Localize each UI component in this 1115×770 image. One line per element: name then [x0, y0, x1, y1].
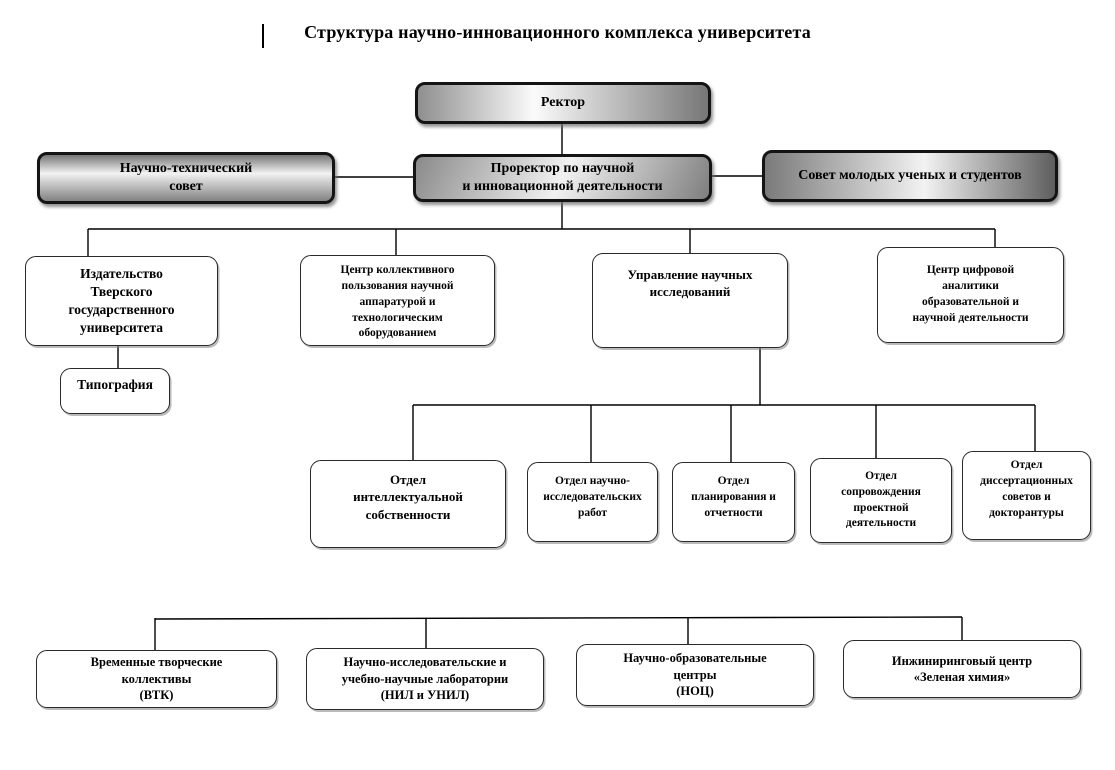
node-otdel-po-label: Отдел планирования и отчетности [691, 475, 776, 519]
node-noc-label: Научно-образовательные центры (НОЦ) [623, 651, 767, 699]
node-dissertation-councils-dept: Отдел диссертационных советов и докторан… [962, 451, 1091, 540]
node-nil-label: Научно-исследовательские и учебно-научны… [341, 655, 509, 703]
node-rektor: Ректор [415, 82, 711, 124]
node-intellectual-property-dept: Отдел интеллектуальной собственности [310, 460, 506, 548]
node-ckp-label: Центр коллективного пользования научной … [340, 264, 455, 340]
node-izdatelstvo-label: Издательство Тверского государственного … [68, 266, 175, 335]
node-planning-reporting-dept: Отдел планирования и отчетности [672, 462, 795, 542]
node-project-support-dept: Отдел сопровождения проектной деятельнос… [810, 458, 952, 543]
node-research-administration: Управление научных исследований [592, 253, 788, 348]
node-uni-label: Управление научных исследований [627, 267, 753, 300]
node-inzh-label: Инжиниринговый центр «Зеленая химия» [891, 653, 1033, 685]
node-engineering-center: Инжиниринговый центр «Зеленая химия» [843, 640, 1081, 698]
node-otdel-nir-label: Отдел научно- исследовательских работ [543, 475, 642, 519]
node-research-works-dept: Отдел научно- исследовательских работ [527, 462, 658, 542]
node-rektor-label: Ректор [540, 94, 586, 110]
node-research-laboratories: Научно-исследовательские и учебно-научны… [306, 648, 544, 710]
node-temporary-creative-teams: Временные творческие коллективы (ВТК) [36, 650, 277, 708]
node-nts-label: Научно-технический совет [119, 160, 253, 194]
node-prorektor: Проректор по научной и инновационной дея… [413, 154, 712, 202]
node-young-scientists-council: Совет молодых ученых и студентов [762, 150, 1058, 202]
node-otdel-dsd-label: Отдел диссертационных советов и докторан… [980, 459, 1073, 519]
node-scientific-technical-council: Научно-технический совет [37, 152, 335, 204]
text-cursor [262, 24, 264, 48]
node-print-shop: Типография [60, 368, 170, 414]
node-tipografia-label: Типография [77, 377, 153, 392]
node-publishing-house: Издательство Тверского государственного … [25, 256, 218, 346]
node-otdel-spd-label: Отдел сопровождения проектной деятельнос… [841, 469, 921, 530]
bus-bottom [154, 616, 963, 620]
chart-title: Структура научно-инновационного комплекс… [304, 22, 811, 42]
node-digital-analytics-center: Центр цифровой аналитики образовательной… [877, 247, 1064, 343]
node-prorektor-label: Проректор по научной и инновационной дея… [462, 160, 663, 194]
node-smus-label: Совет молодых ученых и студентов [798, 167, 1022, 183]
node-scientific-educational-centers: Научно-образовательные центры (НОЦ) [576, 644, 814, 706]
node-cca-label: Центр цифровой аналитики образовательной… [912, 264, 1029, 324]
node-otdel-is-label: Отдел интеллектуальной собственности [353, 472, 463, 522]
node-vtk-label: Временные творческие коллективы (ВТК) [90, 655, 223, 703]
node-shared-equipment-center: Центр коллективного пользования научной … [300, 255, 495, 346]
